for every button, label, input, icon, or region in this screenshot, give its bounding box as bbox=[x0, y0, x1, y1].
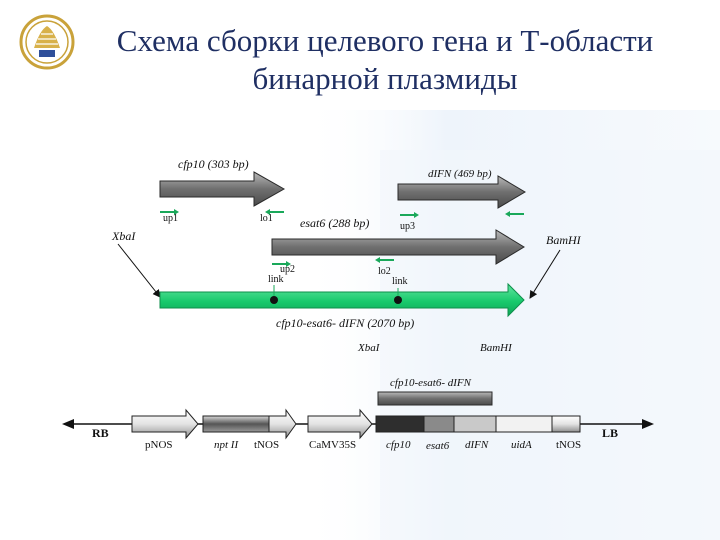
label-pnos: pNOS bbox=[145, 439, 173, 451]
label-lo2: lo2 bbox=[378, 266, 391, 277]
gene-arrow-esat6 bbox=[271, 229, 525, 265]
primer-lo3-mark bbox=[505, 211, 524, 217]
label-uida: uidA bbox=[511, 439, 532, 451]
bamhi-site-pointer bbox=[529, 249, 561, 299]
title-line-1: Схема сборки целевого гена и Т-области bbox=[116, 23, 654, 58]
difn-box bbox=[453, 415, 497, 433]
background-panel-inner bbox=[380, 150, 720, 540]
uida-box bbox=[495, 415, 553, 433]
label-rb: RB bbox=[92, 426, 109, 440]
label-camv35s: CaMV35S bbox=[309, 439, 357, 451]
tnos1-arrow bbox=[268, 408, 297, 440]
label-tnos1: tNOS bbox=[254, 439, 280, 451]
label-esat6-t: esat6 bbox=[426, 440, 450, 452]
tnos2-box bbox=[551, 415, 581, 433]
label-insert: cfp10-esat6- dIFN bbox=[390, 377, 471, 389]
tregion-right-arrow bbox=[642, 419, 654, 429]
gene-arrow-cfp10 bbox=[159, 171, 286, 207]
label-nptii: npt II bbox=[214, 439, 239, 451]
label-link-2: link bbox=[392, 276, 408, 287]
label-cfp10-t: cfp10 bbox=[386, 439, 411, 451]
label-up3: up3 bbox=[400, 221, 415, 232]
linker-dot-2 bbox=[394, 296, 402, 304]
fusion-arrow bbox=[159, 282, 525, 318]
esat6-box bbox=[423, 415, 455, 433]
title-line-2: бинарной плазмиды bbox=[252, 61, 518, 96]
camv35s-arrow bbox=[307, 408, 373, 440]
label-up1: up1 bbox=[163, 213, 178, 224]
nptii-box bbox=[202, 415, 270, 433]
primer-up3-mark bbox=[400, 212, 419, 218]
label-xbai-mid: XbaI bbox=[358, 342, 380, 354]
linker-dot-1 bbox=[270, 296, 278, 304]
label-lo1: lo1 bbox=[260, 213, 273, 224]
primer-up1-mark bbox=[160, 209, 179, 215]
pnos-arrow bbox=[131, 408, 199, 440]
label-up2: up2 bbox=[280, 264, 295, 275]
label-difn: dIFN (469 bp) bbox=[428, 168, 492, 180]
label-bamhi-top: BamHI bbox=[546, 233, 581, 247]
institute-emblem-icon bbox=[19, 14, 75, 70]
label-cfp10: cfp10 (303 bp) bbox=[178, 157, 249, 171]
label-link-1: link bbox=[268, 274, 284, 285]
label-tnos2: tNOS bbox=[556, 439, 582, 451]
primer-up2-mark bbox=[272, 261, 291, 267]
tregion-left-arrow bbox=[62, 419, 74, 429]
label-bamhi-mid: BamHI bbox=[480, 342, 512, 354]
primer-lo2-mark bbox=[375, 257, 394, 263]
gene-arrow-difn bbox=[397, 175, 526, 209]
primer-lo1-mark bbox=[265, 209, 284, 215]
xbai-site-pointer bbox=[117, 243, 161, 298]
cfp10-box bbox=[375, 415, 425, 433]
insert-bar bbox=[377, 391, 493, 406]
label-esat6: esat6 (288 bp) bbox=[300, 216, 370, 230]
label-lb: LB bbox=[602, 426, 619, 440]
label-fusion: cfp10-esat6- dIFN (2070 bp) bbox=[276, 316, 415, 330]
label-xbai-top: XbaI bbox=[112, 229, 136, 243]
page-title: Схема сборки целевого гена и Т-области б… bbox=[70, 22, 700, 98]
label-difn-t: dIFN bbox=[465, 439, 489, 451]
